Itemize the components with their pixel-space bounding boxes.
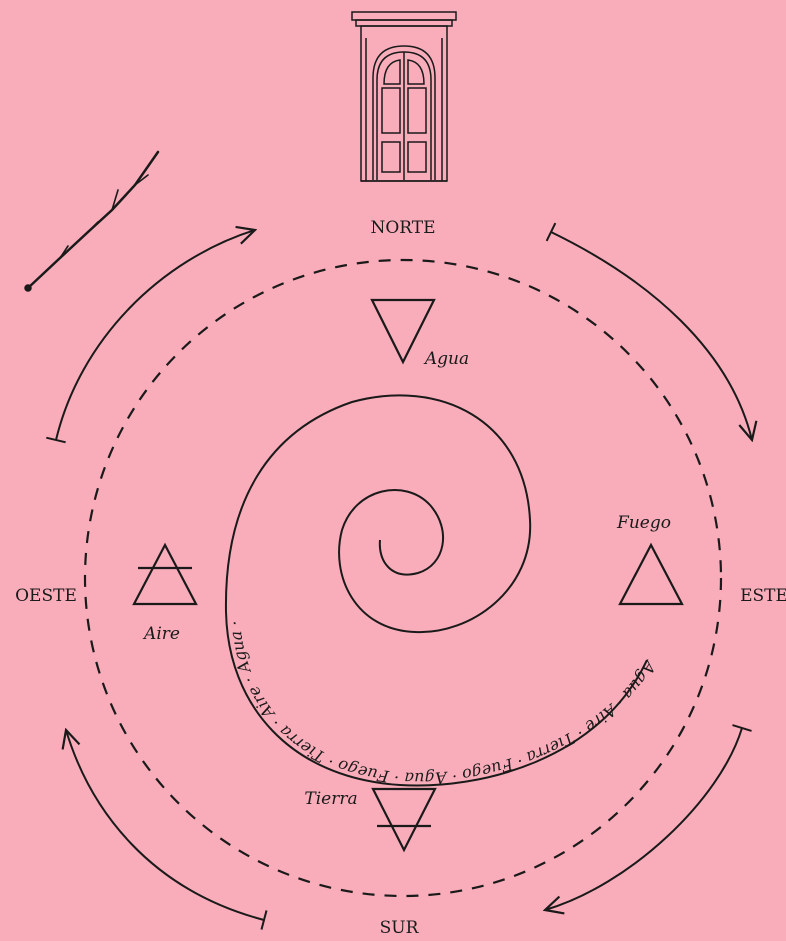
arrow-north-east: [551, 232, 752, 440]
direction-south: SUR: [380, 918, 420, 938]
direction-north: NORTE: [370, 218, 435, 238]
fire-symbol-icon: [620, 545, 682, 604]
fire-label: Fuego: [616, 513, 671, 533]
direction-west: OESTE: [15, 586, 77, 606]
water-label: Agua: [423, 349, 469, 369]
arrow-west-north: [56, 230, 255, 440]
air-label: Aire: [142, 624, 180, 644]
arrow-east-south: [545, 728, 742, 910]
air-symbol-icon: [134, 545, 196, 604]
arrow-south-west: [66, 730, 264, 920]
earth-symbol-icon: [373, 789, 435, 850]
earth-label: Tierra: [304, 789, 357, 809]
dashed-circle: [85, 260, 721, 896]
spiral-text: Agua · Aire · Tierra · Fuego · Agua · Fu…: [225, 620, 661, 788]
wand-icon: [26, 152, 159, 291]
door-icon: [352, 12, 456, 181]
direction-east: ESTE: [740, 586, 786, 606]
